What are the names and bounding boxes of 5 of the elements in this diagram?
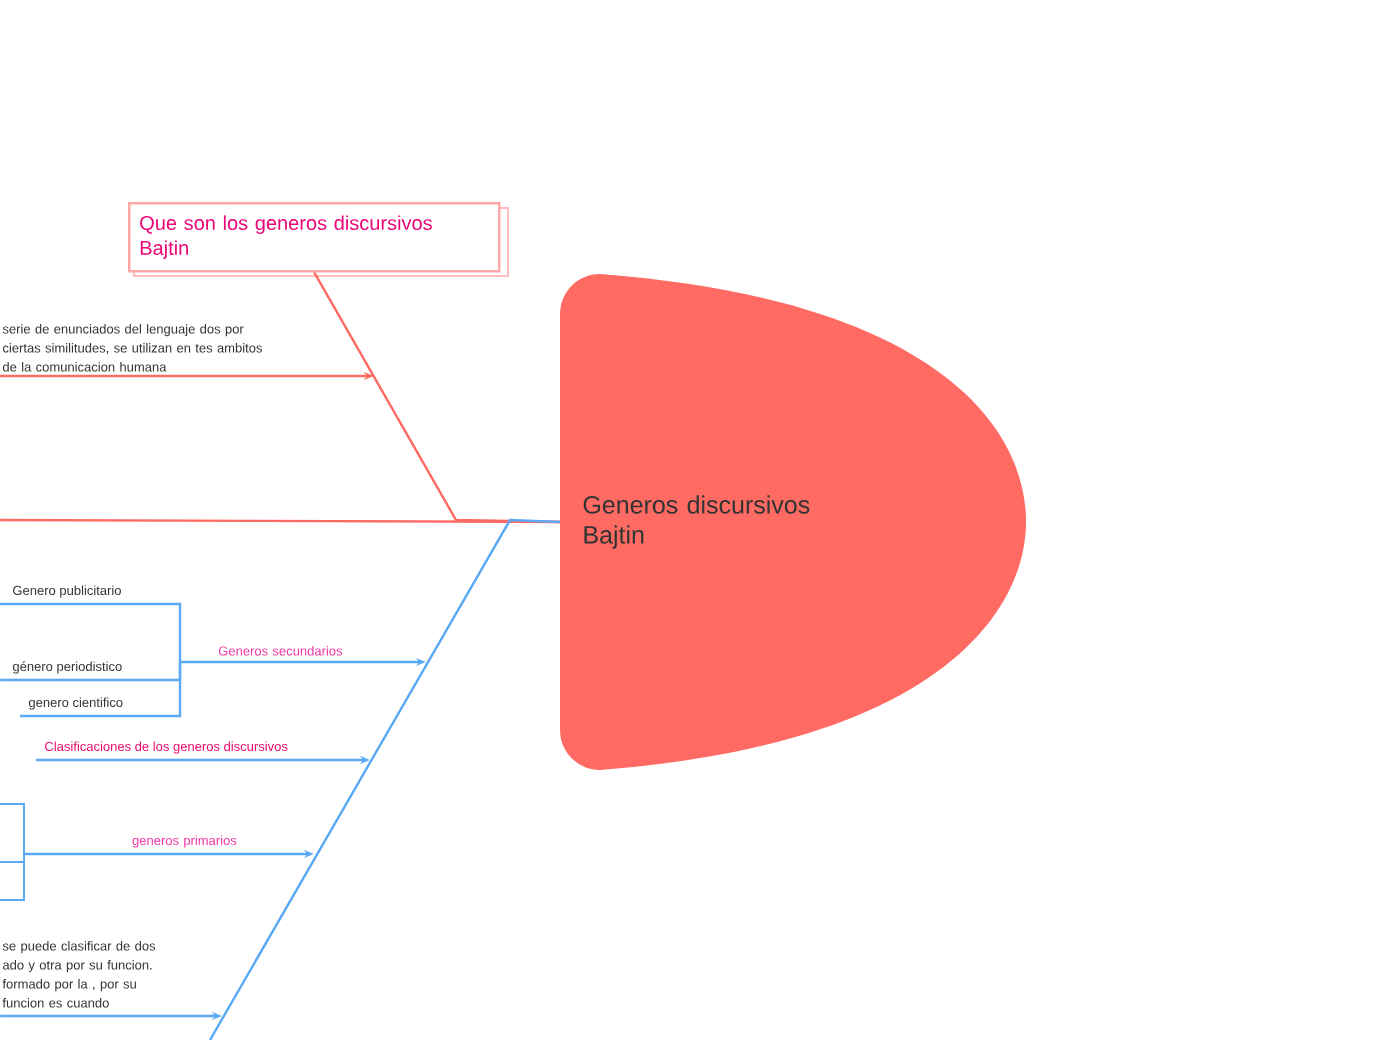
connector-line (20, 662, 182, 718)
topic-box: Que son los generos discursivos Bajtin (128, 202, 509, 277)
connector-line (0, 602, 182, 662)
connector-line (209, 518, 561, 1040)
dome: Generos discursivos Bajtin (560, 274, 1026, 770)
